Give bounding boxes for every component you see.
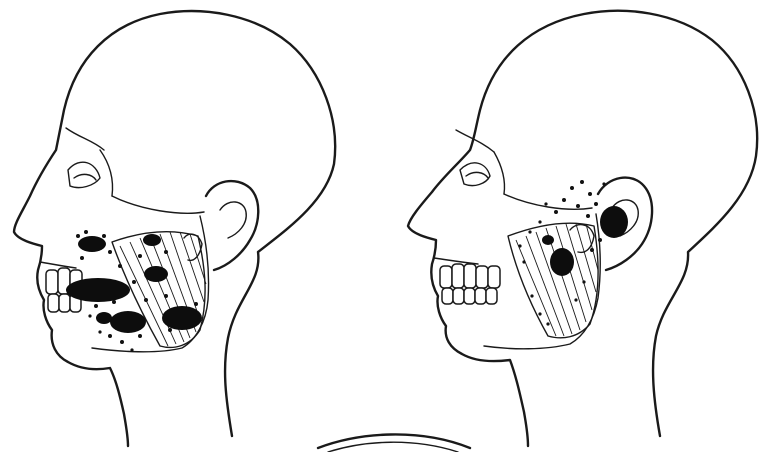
left-cheek-line (112, 196, 204, 213)
left-ear (206, 181, 258, 270)
right-mouth (434, 258, 478, 264)
right-head-outline (408, 11, 757, 446)
left-head-outline (14, 11, 335, 446)
bottom-partial-contour (318, 434, 470, 448)
right-head-profile (408, 11, 757, 446)
right-eye-icon (460, 163, 490, 186)
left-pain-pattern (66, 230, 202, 352)
left-mouth (40, 262, 76, 268)
right-teeth (440, 264, 500, 304)
right-pain-pattern (518, 180, 628, 326)
left-head-profile (14, 11, 335, 446)
left-brow (66, 128, 104, 150)
